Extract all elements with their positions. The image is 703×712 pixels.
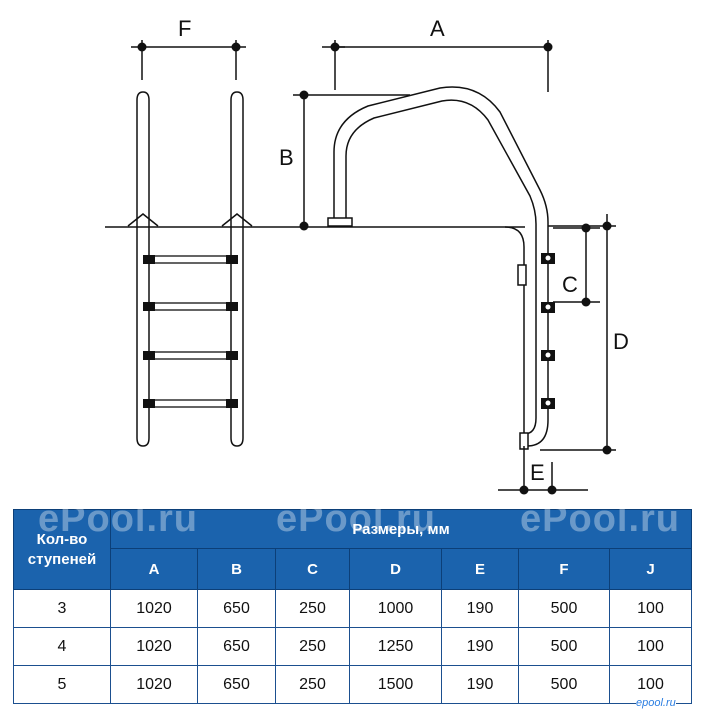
front-step-3 [148, 351, 232, 360]
column-header-e: E [441, 548, 519, 590]
front-left-rail [136, 91, 150, 447]
column-header-d: D [349, 548, 442, 590]
value-cell-f: 500 [518, 589, 610, 628]
dimensions-table: Кол-во ступеней Размеры, мм A B C D E F … [13, 509, 693, 704]
value-cell-e: 190 [441, 665, 519, 704]
column-header-f: F [518, 548, 610, 590]
column-header-row: A B C D E F J [14, 548, 693, 590]
table-row: 4 1020 650 250 1250 190 500 100 [13, 627, 693, 666]
front-step-4-right-clamp [226, 399, 238, 408]
dimension-dots [137, 42, 612, 495]
front-step-2-right-clamp [226, 302, 238, 311]
value-cell-d: 1250 [349, 627, 442, 666]
front-right-anchor [221, 213, 253, 227]
dim-e-label: E [530, 460, 545, 485]
column-header-b: B [197, 548, 276, 590]
value-cell-e: 190 [441, 627, 519, 666]
steps-header-line2: ступеней [27, 550, 97, 568]
value-cell-a: 1020 [110, 627, 198, 666]
value-cell-a: 1020 [110, 589, 198, 628]
front-step-3-left-clamp [143, 351, 155, 360]
table-row: 3 1020 650 250 1000 190 500 100 [13, 589, 693, 628]
wall-bumper [517, 264, 527, 286]
steps-cell: 5 [13, 665, 111, 704]
front-steps [143, 255, 238, 408]
front-left-anchor [127, 213, 159, 227]
dim-c-label: C [562, 272, 578, 297]
steps-cell: 4 [13, 627, 111, 666]
handrail-base-plate [327, 217, 353, 227]
dim-f-label: F [178, 16, 191, 41]
value-cell-c: 250 [275, 589, 350, 628]
front-step-2 [148, 302, 232, 311]
front-step-4 [148, 399, 232, 408]
front-step-1-left-clamp [143, 255, 155, 264]
front-step-4-left-clamp [143, 399, 155, 408]
value-cell-b: 650 [197, 589, 276, 628]
dim-d-label: D [613, 329, 629, 354]
front-step-1 [148, 255, 232, 264]
pool-wall-line [504, 226, 525, 440]
value-cell-e: 190 [441, 589, 519, 628]
value-cell-d: 1000 [349, 589, 442, 628]
value-cell-b: 650 [197, 665, 276, 704]
column-header-j: J [608, 548, 693, 590]
value-cell-a: 1020 [110, 665, 198, 704]
corner-logo: epool.ru [636, 697, 676, 709]
steps-header-line1: Кол-во [36, 530, 88, 548]
side-handrail-inner [345, 99, 537, 435]
value-cell-j: 100 [608, 589, 693, 628]
column-header-a: A [110, 548, 198, 590]
dim-a-label: A [430, 16, 445, 41]
side-handrail [333, 86, 549, 447]
sizes-header: Размеры, мм [109, 509, 693, 549]
value-cell-f: 500 [518, 627, 610, 666]
steps-count-header: Кол-во ступеней [13, 509, 111, 590]
dim-b-label: B [279, 145, 294, 170]
front-step-3-right-clamp [226, 351, 238, 360]
value-cell-c: 250 [275, 665, 350, 704]
value-cell-b: 650 [197, 627, 276, 666]
table-row: 5 1020 650 250 1500 190 500 100 [13, 665, 693, 704]
front-step-2-left-clamp [143, 302, 155, 311]
side-steps [541, 253, 555, 409]
front-right-rail [230, 91, 244, 447]
front-step-1-right-clamp [226, 255, 238, 264]
steps-cell: 3 [13, 589, 111, 628]
value-cell-d: 1500 [349, 665, 442, 704]
value-cell-j: 100 [608, 627, 693, 666]
column-header-c: C [275, 548, 350, 590]
ladder-dimension-diagram: F A B C D E [105, 16, 629, 495]
value-cell-c: 250 [275, 627, 350, 666]
value-cell-f: 500 [518, 665, 610, 704]
